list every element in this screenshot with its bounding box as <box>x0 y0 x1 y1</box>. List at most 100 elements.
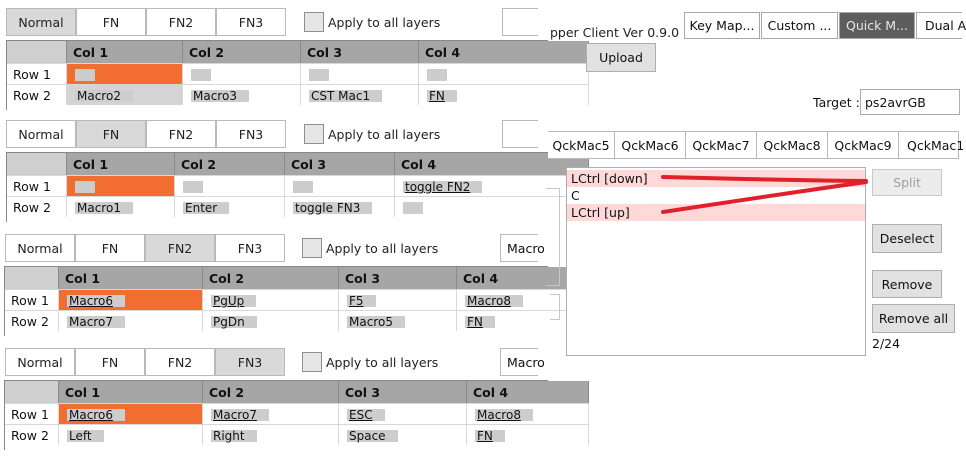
key-cell[interactable]: Macro1 <box>67 196 175 217</box>
key-cell[interactable]: FN <box>467 424 589 445</box>
key-cell[interactable] <box>67 175 175 196</box>
panel-frame <box>546 188 560 286</box>
key-cell[interactable] <box>183 63 301 84</box>
row-header: Row 2 <box>7 196 67 217</box>
key-cell[interactable]: toggle FN2 <box>395 175 589 196</box>
remove-button[interactable]: Remove <box>872 270 942 298</box>
tab-fn2[interactable]: FN2 <box>146 8 216 36</box>
remove-all-button[interactable]: Remove all <box>872 304 955 333</box>
split-button[interactable]: Split <box>872 169 942 196</box>
tab-normal[interactable]: Normal <box>6 120 76 148</box>
key-chip: Macro7 <box>67 316 125 328</box>
tab-fn[interactable]: FN <box>76 120 146 148</box>
key-cell[interactable]: Left <box>59 424 203 445</box>
tab-fn[interactable]: FN <box>76 8 146 36</box>
tab-fn2[interactable]: FN2 <box>145 234 215 262</box>
macro-tab-3[interactable]: QckMac7 <box>686 131 757 159</box>
key-cell[interactable]: Macro6 <box>59 289 203 310</box>
key-chip <box>75 181 95 193</box>
key-cell[interactable] <box>301 63 419 84</box>
tab-fn2[interactable]: FN2 <box>145 348 215 376</box>
target-value: ps2avrGB <box>865 95 926 110</box>
macro-tab-1[interactable]: QckMac5 <box>548 131 615 159</box>
annotation-arrow-up <box>661 180 868 214</box>
macro-select[interactable]: Macro <box>500 348 545 376</box>
macro-select[interactable] <box>502 120 538 148</box>
key-cell[interactable]: Macro8 <box>467 403 589 424</box>
key-cell[interactable]: F5 <box>339 289 457 310</box>
key-cell[interactable]: FN <box>419 84 589 105</box>
key-chip <box>293 181 313 193</box>
key-chip: F5 <box>347 295 376 307</box>
key-chip: Macro2 <box>75 90 133 102</box>
key-chip: Macro8 <box>475 409 533 421</box>
grid-corner-header <box>5 267 59 289</box>
key-cell[interactable]: ESC <box>339 403 467 424</box>
tab-normal[interactable]: Normal <box>5 348 75 376</box>
apply-all-checkbox[interactable] <box>304 124 324 144</box>
annotation-arrows <box>661 175 868 214</box>
key-cell[interactable]: Macro3 <box>183 84 301 105</box>
quick-macro-panel: pper Client Ver 0.9.0 Key Map...Custom .… <box>546 0 966 456</box>
tab-fn[interactable]: FN <box>75 234 145 262</box>
macro-select[interactable] <box>502 8 538 36</box>
apply-all-checkbox[interactable] <box>302 352 322 372</box>
key-cell[interactable]: Space <box>339 424 467 445</box>
key-chip: PgUp <box>211 295 257 307</box>
apply-all-checkbox[interactable] <box>302 238 322 258</box>
key-cell[interactable]: CST Mac1 <box>301 84 419 105</box>
key-cell[interactable]: Macro7 <box>59 310 203 331</box>
key-cell[interactable] <box>67 63 183 84</box>
column-header: Col 3 <box>301 41 419 63</box>
key-cell[interactable]: Macro2 <box>67 84 183 105</box>
key-cell[interactable]: PgUp <box>203 289 339 310</box>
key-cell[interactable]: Enter <box>175 196 285 217</box>
key-chip: Macro5 <box>347 316 405 328</box>
macro-tab-4[interactable]: QckMac8 <box>757 131 828 159</box>
apply-all-label: Apply to all layers <box>326 241 439 256</box>
tab-fn3[interactable]: FN3 <box>215 348 285 376</box>
tab-normal[interactable]: Normal <box>5 234 75 262</box>
row-header: Row 2 <box>7 84 67 105</box>
key-cell[interactable]: PgDn <box>203 310 339 331</box>
tab-fn3[interactable]: FN3 <box>215 234 285 262</box>
top-tab-4[interactable]: Dual A <box>916 12 966 39</box>
tab-fn[interactable]: FN <box>75 348 145 376</box>
key-cell[interactable] <box>175 175 285 196</box>
tab-normal[interactable]: Normal <box>6 8 76 36</box>
key-cell[interactable] <box>419 63 589 84</box>
macro-tab-6[interactable]: QckMac1 <box>899 131 964 159</box>
apply-all-label: Apply to all layers <box>328 127 441 142</box>
upload-button[interactable]: Upload <box>586 43 656 72</box>
key-cell[interactable]: Macro8 <box>457 289 589 310</box>
key-chip <box>75 69 95 81</box>
apply-all-checkbox[interactable] <box>304 12 324 32</box>
key-cell[interactable]: Macro7 <box>203 403 339 424</box>
macro-step-line[interactable]: C <box>571 188 580 203</box>
top-tab-1[interactable]: Key Map... <box>684 12 760 39</box>
top-tab-3[interactable]: Quick M... <box>839 12 915 39</box>
deselect-button[interactable]: Deselect <box>872 224 942 253</box>
target-select[interactable]: ps2avrGB <box>860 89 960 115</box>
macro-tab-5[interactable]: QckMac9 <box>828 131 899 159</box>
column-header: Col 1 <box>59 381 203 403</box>
macro-step-line[interactable]: LCtrl [up] <box>567 204 865 221</box>
key-cell[interactable]: toggle FN3 <box>285 196 395 217</box>
macro-tab-2[interactable]: QckMac6 <box>615 131 686 159</box>
key-cell[interactable]: Right <box>203 424 339 445</box>
key-cell[interactable]: FN <box>457 310 589 331</box>
key-cell[interactable]: Macro5 <box>339 310 457 331</box>
tab-fn3[interactable]: FN3 <box>216 8 286 36</box>
key-cell[interactable] <box>285 175 395 196</box>
key-cell[interactable]: Macro6 <box>59 403 203 424</box>
tab-fn3[interactable]: FN3 <box>216 120 286 148</box>
column-header: Col 2 <box>175 153 285 175</box>
tab-fn2[interactable]: FN2 <box>146 120 216 148</box>
key-chip <box>427 69 447 81</box>
key-chip: Right <box>211 430 257 442</box>
macro-select[interactable]: Macro <box>500 234 545 262</box>
top-tab-2[interactable]: Custom ... <box>761 12 838 39</box>
key-chip: toggle FN3 <box>293 202 373 214</box>
